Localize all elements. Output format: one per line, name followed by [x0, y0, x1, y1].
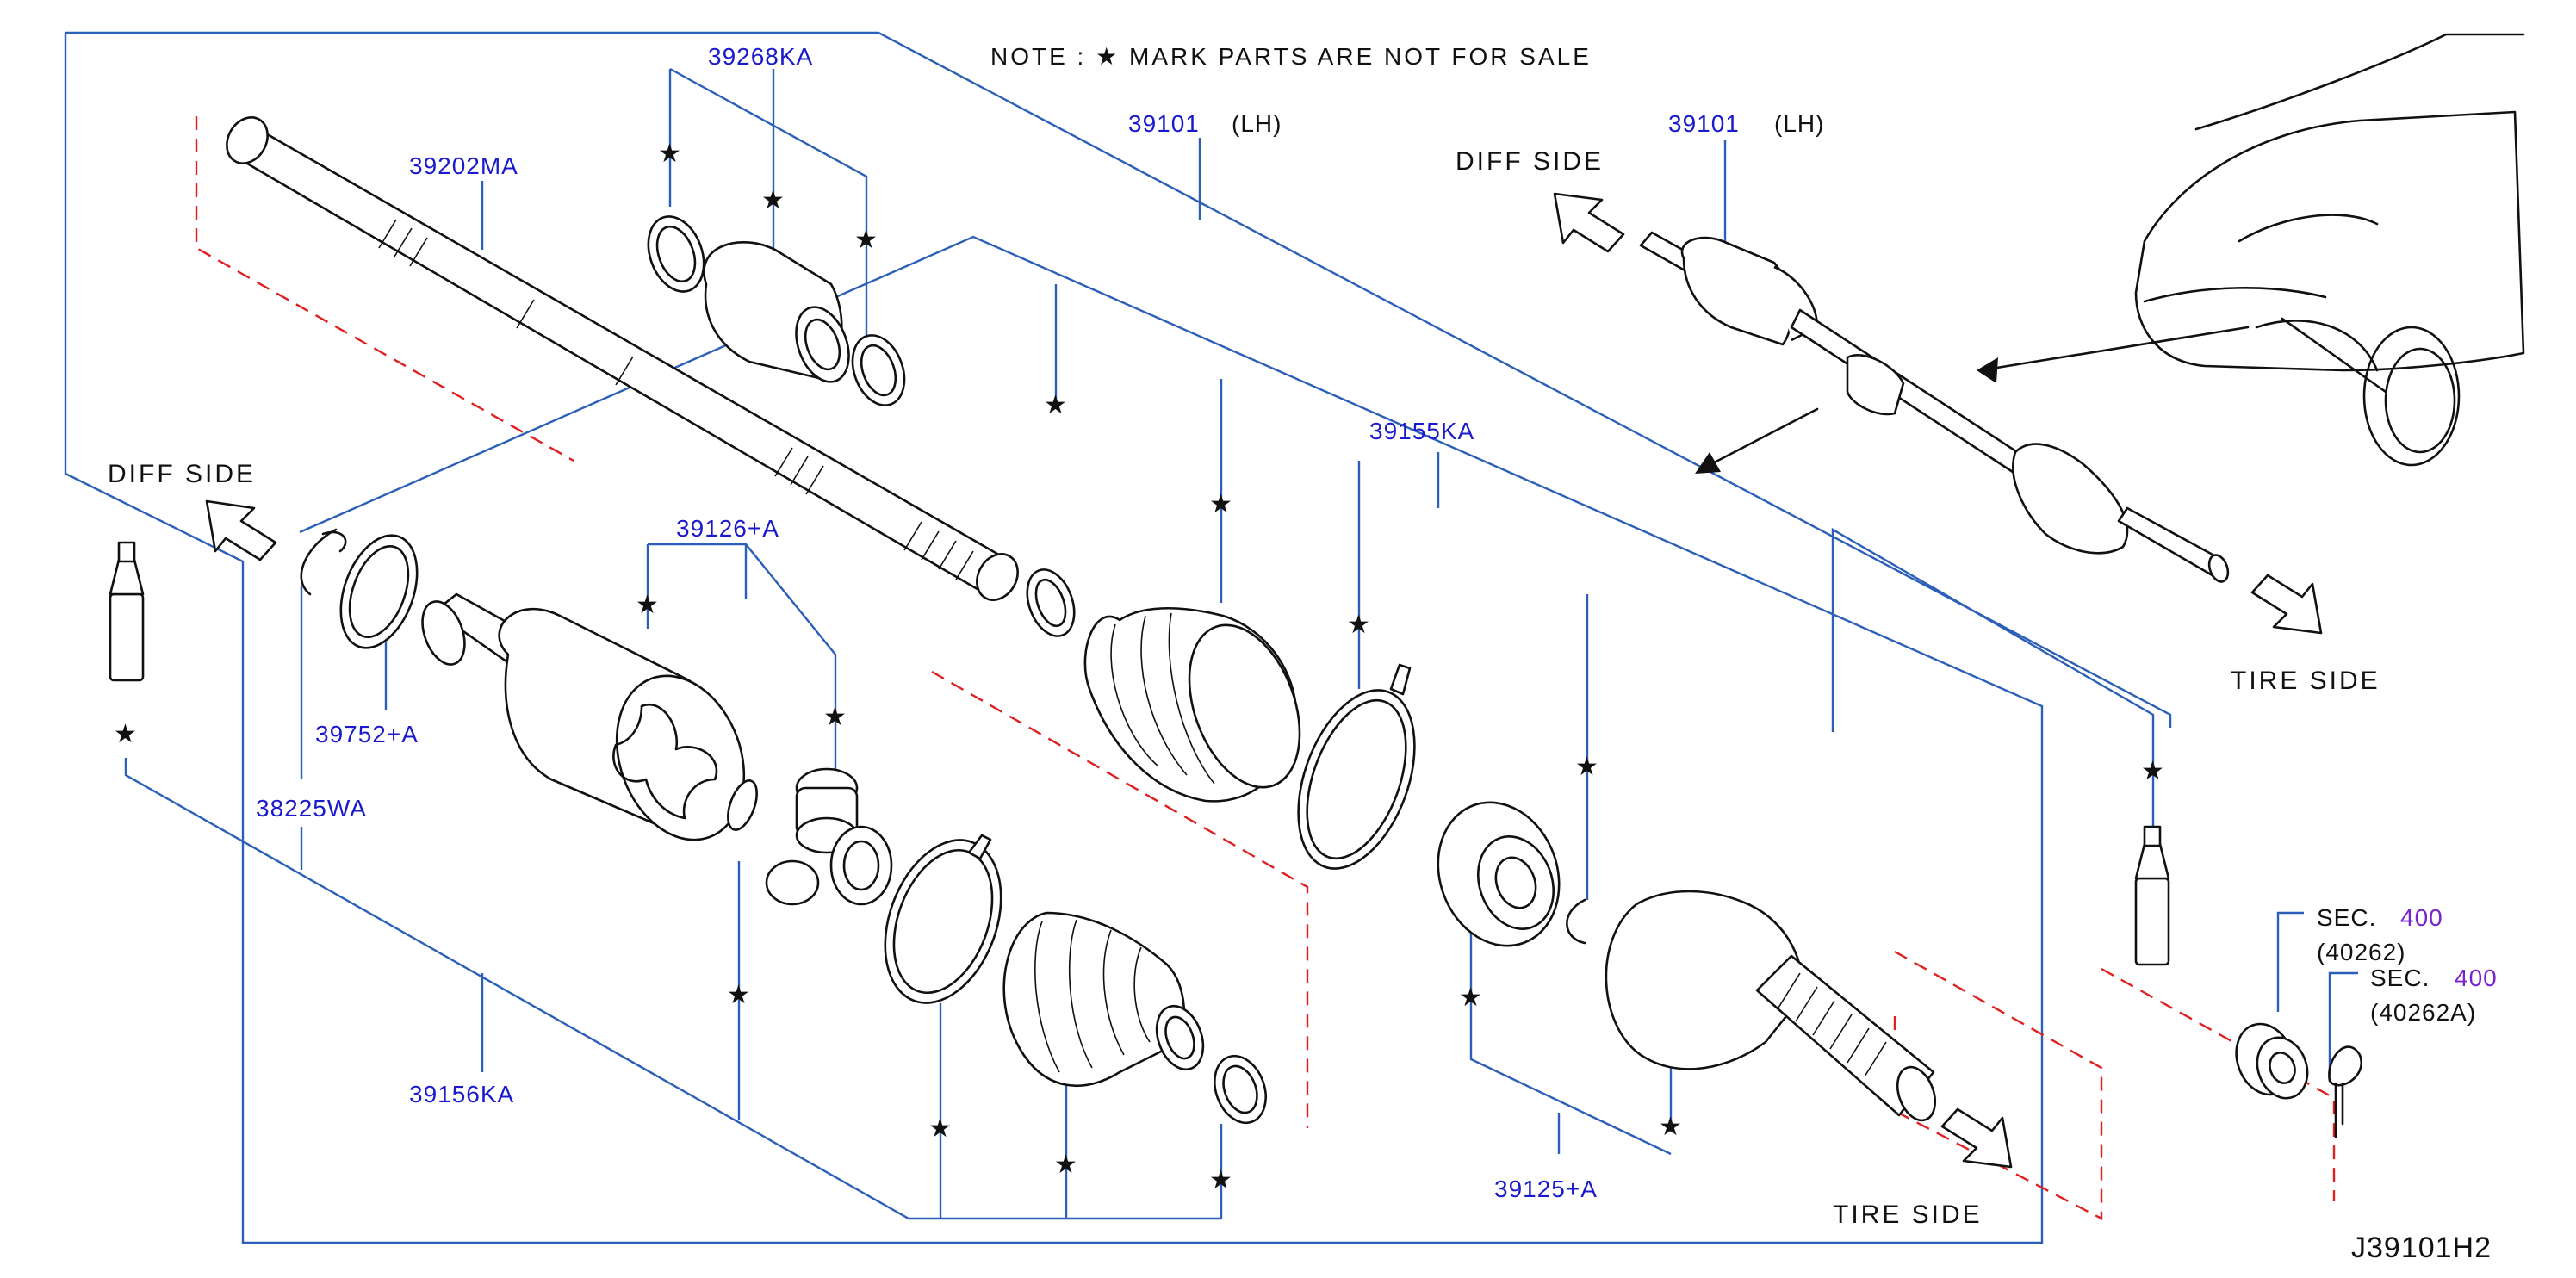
grease-tube-right[interactable] — [2134, 825, 2170, 966]
label-39155KA[interactable]: 39155KA — [1369, 418, 1474, 444]
cotter-pin-icon[interactable] — [2328, 1045, 2363, 1138]
boot-lower-inner[interactable] — [864, 824, 1275, 1130]
star-markers: ★ ★ ★ ★ ★ ★ ★ ★ ★ ★ ★ ★ ★ ★ ★ ★ ★ — [114, 139, 2164, 1195]
star-icon: ★ — [727, 980, 750, 1010]
label-lh-right: (LH) — [1774, 110, 1824, 137]
outer-joint[interactable] — [1418, 785, 1942, 1126]
boot-kit-top[interactable] — [638, 208, 913, 413]
note-text: NOTE : ★ MARK PARTS ARE NOT FOR SALE — [990, 43, 1592, 70]
arrow-diff-side-icon — [205, 192, 1625, 561]
label-39125A[interactable]: 39125+A — [1494, 1176, 1598, 1202]
star-icon: ★ — [823, 702, 847, 732]
label-39101-center[interactable]: 39101 — [1128, 110, 1200, 137]
star-icon: ★ — [1459, 983, 1482, 1013]
sec-prefix-1: SEC. — [2317, 904, 2376, 931]
inner-joint-housing[interactable] — [414, 592, 766, 858]
tripod-spider[interactable] — [765, 767, 893, 906]
diff-side-label-right: DIFF SIDE — [1456, 147, 1604, 176]
label-39156KA[interactable]: 39156KA — [409, 1081, 514, 1107]
diff-side-label-left: DIFF SIDE — [108, 460, 256, 488]
grease-tube-left[interactable] — [109, 541, 145, 682]
snap-rings[interactable] — [300, 524, 763, 834]
star-icon: ★ — [1044, 390, 1067, 420]
sec-prefix-2: SEC. — [2370, 965, 2430, 991]
star-icon: ★ — [1054, 1150, 1077, 1180]
label-39126A[interactable]: 39126+A — [676, 515, 779, 542]
star-icon: ★ — [2141, 756, 2164, 786]
label-39268KA[interactable]: 39268KA — [708, 43, 813, 70]
boot-kit-middle[interactable] — [1019, 563, 1437, 884]
leader-lines — [64, 31, 2358, 1244]
star-icon: ★ — [1209, 489, 1232, 519]
labels: NOTE : ★ MARK PARTS ARE NOT FOR SALE 392… — [108, 43, 2498, 1264]
sec-number-1[interactable]: 400 — [2400, 904, 2443, 931]
star-icon: ★ — [1575, 752, 1598, 782]
drawing-number: J39101H2 — [2351, 1231, 2492, 1264]
label-39752A[interactable]: 39752+A — [315, 721, 419, 748]
sec-ref-2: (40262A) — [2370, 999, 2476, 1026]
label-39101-right[interactable]: 39101 — [1668, 110, 1740, 137]
tire-side-label-right: TIRE SIDE — [2231, 667, 2380, 695]
car-front-icon — [2134, 33, 2525, 467]
driveshaft-assembly[interactable] — [1639, 231, 2231, 584]
arrow-pointers — [1695, 326, 2250, 474]
label-lh-center: (LH) — [1232, 110, 1282, 137]
star-icon: ★ — [636, 590, 659, 620]
star-icon: ★ — [658, 139, 681, 169]
hub-nut-icon[interactable] — [2227, 1016, 2316, 1106]
sec-ref-1: (40262) — [2317, 939, 2406, 965]
label-39202MA[interactable]: 39202MA — [409, 152, 518, 179]
sec-number-2[interactable]: 400 — [2455, 965, 2498, 991]
star-icon: ★ — [1209, 1165, 1232, 1195]
star-icon: ★ — [114, 719, 137, 749]
tire-side-label-bottom: TIRE SIDE — [1833, 1200, 1983, 1229]
star-icon: ★ — [1347, 610, 1370, 640]
star-icon: ★ — [761, 185, 785, 215]
label-38225WA[interactable]: 38225WA — [256, 795, 367, 822]
star-icon: ★ — [854, 225, 878, 255]
star-icon: ★ — [928, 1114, 952, 1144]
star-icon: ★ — [1659, 1112, 1682, 1142]
center-shaft[interactable] — [219, 110, 1026, 607]
arrow-tire-side-icon — [1940, 574, 2323, 1169]
